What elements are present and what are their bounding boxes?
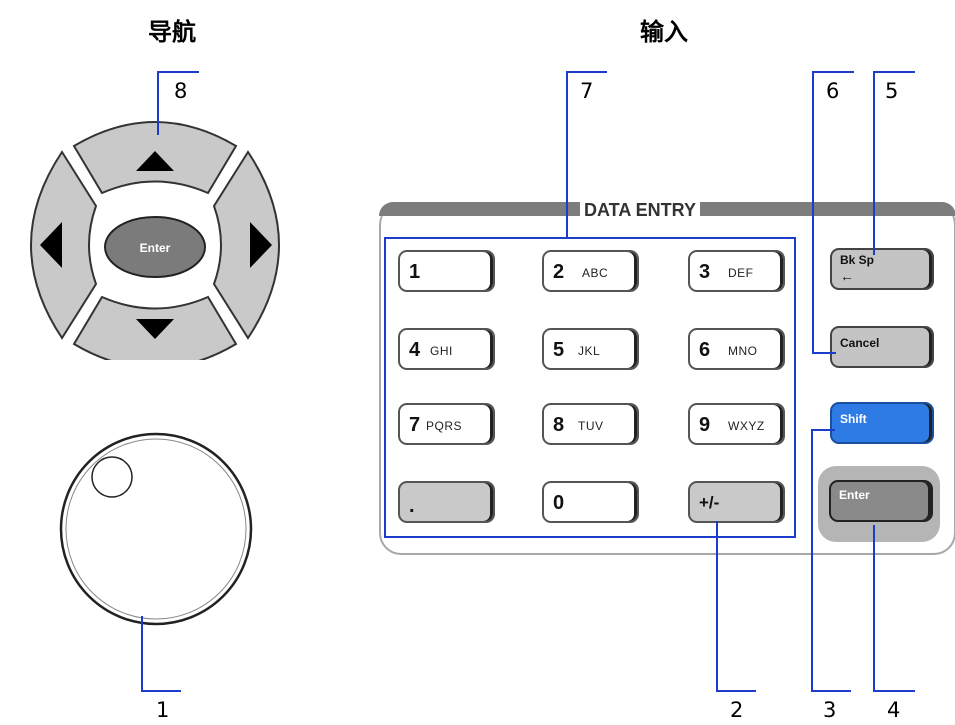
key-2-number: 2: [553, 261, 565, 283]
navigation-pad: Enter: [30, 121, 280, 360]
key-0[interactable]: 0: [542, 481, 639, 523]
shift-key[interactable]: Shift: [830, 402, 934, 444]
callout-7-leader: [566, 71, 607, 73]
plus-minus-key[interactable]: +/-: [688, 481, 785, 523]
key-1-number: 1: [409, 261, 421, 283]
cancel-key[interactable]: Cancel: [830, 326, 934, 368]
key-5-number: 5: [553, 339, 565, 361]
key-2[interactable]: 2 ABC: [542, 250, 639, 292]
down-arrow-icon: [136, 319, 174, 339]
nav-enter-button[interactable]: [104, 216, 206, 278]
knob-finger-dimple: [91, 456, 133, 498]
numeric-keypad-callout-box: [384, 237, 796, 538]
callout-2: 2: [730, 698, 744, 722]
key-9-number: 9: [699, 414, 711, 436]
key-4-number: 4: [409, 339, 421, 361]
key-6-letters: MNO: [728, 344, 758, 358]
callout-3-leader: [811, 429, 835, 431]
key-7-number: 7: [409, 414, 421, 436]
callout-5: 5: [885, 79, 899, 103]
cancel-label: Cancel: [840, 336, 880, 350]
key-3[interactable]: 3 DEF: [688, 250, 785, 292]
key-8-number: 8: [553, 414, 565, 436]
up-arrow-icon: [136, 151, 174, 171]
right-arrow-icon: [250, 222, 272, 268]
key-8-letters: TUV: [578, 419, 604, 433]
key-3-letters: DEF: [728, 266, 754, 280]
callout-4: 4: [887, 698, 901, 722]
backspace-label: Bk Sp: [840, 253, 875, 267]
rotary-knob[interactable]: [50, 425, 260, 635]
callout-4-leader: [873, 525, 875, 692]
key-6[interactable]: 6 MNO: [688, 328, 785, 370]
key-5[interactable]: 5 JKL: [542, 328, 639, 370]
decimal-point-key[interactable]: .: [398, 481, 495, 523]
key-4-letters: GHI: [430, 344, 453, 358]
key-8[interactable]: 8 TUV: [542, 403, 639, 445]
callout-6-leader: [812, 71, 854, 73]
callout-5-leader: [873, 71, 915, 73]
data-entry-title: DATA ENTRY: [580, 199, 700, 221]
callout-3: 3: [823, 698, 837, 722]
nav-left-button[interactable]: [30, 150, 98, 340]
left-arrow-icon: [40, 222, 62, 268]
key-7[interactable]: 7 PQRS: [398, 403, 495, 445]
key-0-number: 0: [553, 492, 565, 514]
key-5-letters: JKL: [578, 344, 601, 358]
enter-key[interactable]: Enter: [829, 480, 933, 522]
key-2-letters: ABC: [582, 266, 609, 280]
key-6-number: 6: [699, 339, 711, 361]
shift-label: Shift: [840, 412, 867, 426]
enter-label: Enter: [839, 488, 870, 502]
backspace-arrow-icon: ←: [840, 268, 854, 284]
key-9-letters: WXYZ: [728, 419, 765, 433]
plus-minus-label: +/-: [699, 493, 720, 512]
callout-1-leader: [141, 616, 143, 692]
key-1[interactable]: 1: [398, 250, 495, 292]
callout-2-leader: [716, 521, 718, 692]
backspace-key[interactable]: Bk Sp←: [830, 248, 934, 290]
callout-6: 6: [826, 79, 840, 103]
key-9[interactable]: 9 WXYZ: [688, 403, 785, 445]
key-3-number: 3: [699, 261, 711, 283]
key-4[interactable]: 4 GHI: [398, 328, 495, 370]
input-heading: 输入: [640, 18, 688, 46]
callout-8: 8: [174, 79, 188, 103]
key-7-letters: PQRS: [426, 419, 463, 433]
decimal-point-label: .: [409, 495, 415, 517]
callout-7: 7: [580, 79, 594, 103]
navigation-heading: 导航: [148, 18, 196, 46]
nav-right-button[interactable]: [212, 150, 280, 340]
nav-enter-label: Enter: [140, 241, 171, 255]
callout-1: 1: [156, 698, 170, 722]
callout-8-leader: [157, 71, 199, 73]
